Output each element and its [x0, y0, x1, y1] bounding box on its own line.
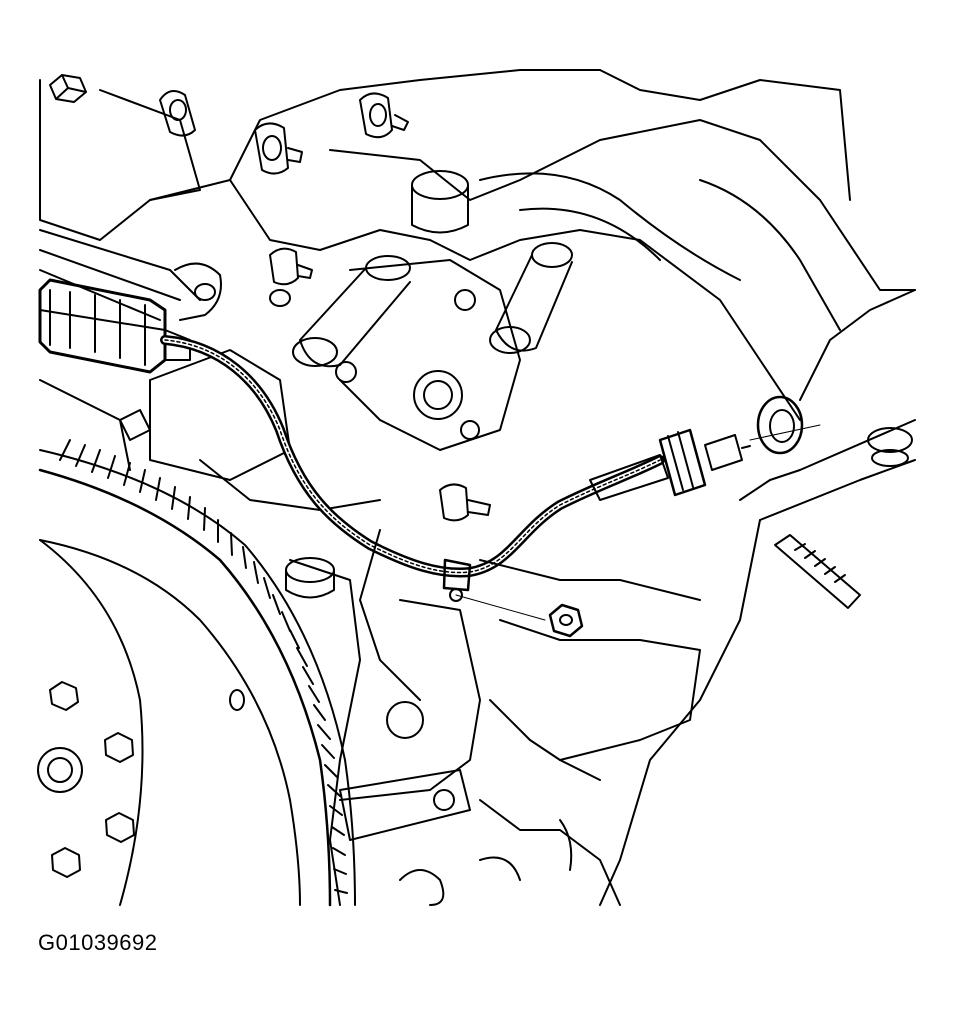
clip-nut [548, 603, 584, 638]
bolt-group-top [49, 74, 409, 175]
wiring-harness [160, 335, 665, 578]
flywheel-bolts [49, 681, 135, 878]
figure-id-label: G01039692 [38, 930, 158, 955]
harness-clip [442, 558, 546, 621]
engine-casting-outline [39, 69, 916, 471]
flywheel-face [37, 539, 144, 906]
block-plug [229, 557, 335, 711]
flywheel-ring-gear [38, 439, 356, 907]
exhaust-flange [599, 289, 916, 906]
sensor-gasket [756, 395, 804, 455]
bolt-group-mid [269, 247, 313, 307]
sensor-connector [38, 262, 222, 374]
stud-bolt [439, 483, 491, 522]
oxygen-sensor [589, 424, 821, 501]
exhaust-stud [774, 534, 861, 609]
coolant-pipes [292, 242, 573, 451]
cylinder-boss [411, 170, 469, 234]
engine-block-lower [289, 529, 701, 906]
